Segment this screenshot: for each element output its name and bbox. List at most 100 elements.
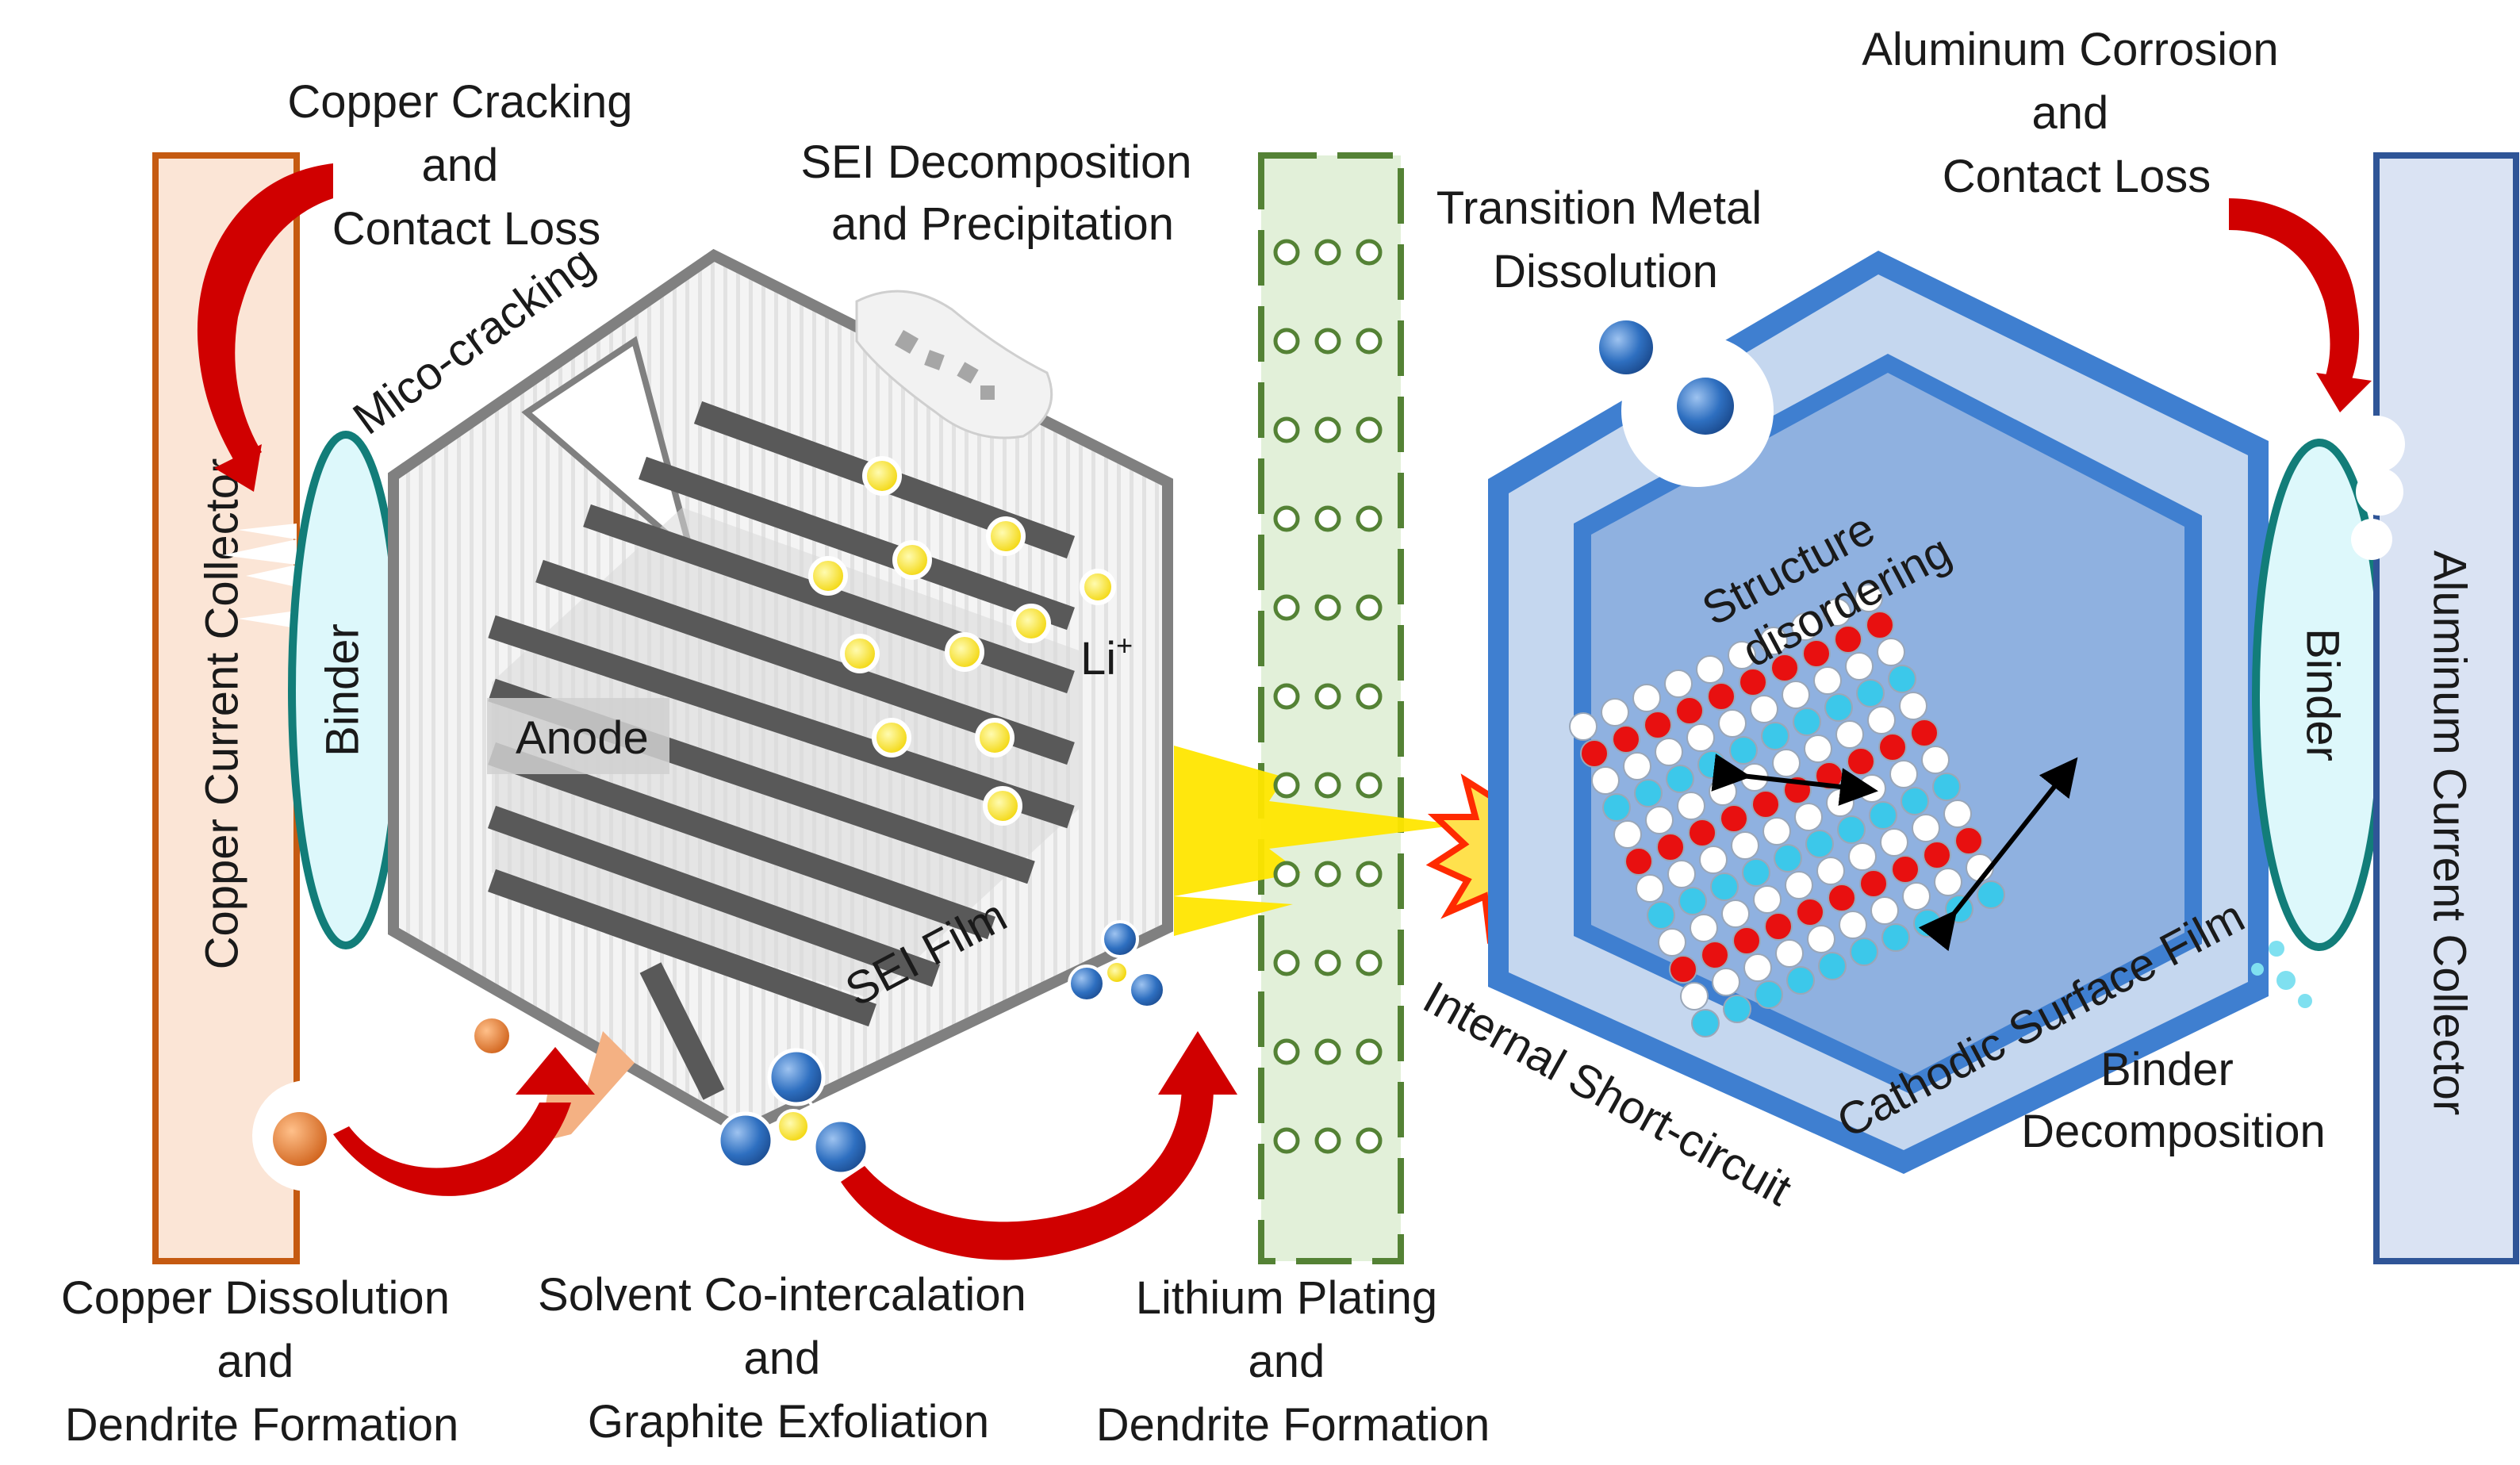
separator-pore xyxy=(1356,416,1383,443)
lattice-atom xyxy=(1866,611,1894,639)
lattice-atom xyxy=(1762,817,1791,846)
aluminum-corrosion-marks xyxy=(2338,411,2405,560)
separator-pore xyxy=(1314,594,1341,621)
lattice-atom xyxy=(1856,679,1885,708)
svg-text:SEI Decomposition and Pr: SEI Decomposition and Precipitation xyxy=(800,136,1204,250)
lattice-atom xyxy=(1934,868,1962,896)
separator-pore xyxy=(1314,772,1341,799)
label-solvent-cointercalation: Solvent Co-intercalation and Graphite Ex… xyxy=(538,1269,1039,1448)
lattice-atom xyxy=(1624,847,1653,876)
svg-text:Aluminum Corrosion and: Aluminum Corrosion and Contact Loss xyxy=(1862,24,2292,202)
lattice-atom xyxy=(1804,734,1832,763)
separator-pore xyxy=(1273,594,1300,621)
lattice-atom xyxy=(1859,869,1888,898)
lattice-atom xyxy=(1837,815,1866,844)
binder-right: Binder xyxy=(2252,439,2387,951)
lattice-atom xyxy=(1658,928,1686,957)
lattice-atom xyxy=(1891,855,1920,884)
lattice-atom xyxy=(1688,819,1716,847)
lattice-atom xyxy=(1707,682,1736,711)
lattice-atom xyxy=(1774,844,1802,872)
lattice-atom xyxy=(1697,750,1726,779)
svg-text:Copper Current Collector: Copper Current Collector xyxy=(196,458,247,970)
lattice-atom xyxy=(1728,641,1756,669)
lattice-atom xyxy=(1910,719,1939,747)
separator-pore xyxy=(1314,683,1341,710)
lattice-atom xyxy=(1699,846,1728,874)
separator-pore xyxy=(1273,949,1300,976)
lattice-atom xyxy=(1770,654,1799,682)
lattice-atom xyxy=(1834,625,1862,654)
anode-particle: Anode Li+ SEI Film Mico-cracking xyxy=(343,236,1173,1137)
lattice-atom xyxy=(1796,898,1824,926)
lattice-atom xyxy=(1823,598,1851,627)
lattice-atom xyxy=(1580,739,1609,768)
lattice-atom xyxy=(1731,831,1759,860)
lattice-atom xyxy=(1701,941,1729,969)
lattice-atom xyxy=(1750,695,1778,723)
label-copper-dissolution: Copper Dissolution and Dendrite Formatio… xyxy=(61,1272,458,1451)
lattice-atom xyxy=(1613,820,1642,849)
lattice-atom xyxy=(1786,966,1815,995)
lattice-atom xyxy=(1712,968,1740,996)
svg-text:Copper Cracking and: Copper Cracking and Contact Loss xyxy=(287,76,645,255)
lattice-atom xyxy=(1591,766,1620,795)
separator-pore xyxy=(1273,1127,1300,1154)
arrow-copper-dissolution xyxy=(333,1103,571,1196)
lattice-atom xyxy=(1743,953,1772,982)
sei-precipitate xyxy=(855,290,1053,439)
lattice-atom xyxy=(1655,738,1683,766)
lattice-atom xyxy=(1791,612,1820,641)
separator-pore xyxy=(1314,861,1341,888)
lattice-atom xyxy=(1835,720,1864,749)
red-arrows xyxy=(197,163,2372,1260)
lattice-atom xyxy=(1623,752,1651,780)
lattice-atom xyxy=(1839,911,1867,939)
lattice-atom xyxy=(1869,801,1897,830)
separator-pore xyxy=(1314,1038,1341,1065)
lattice-atom xyxy=(1881,923,1910,952)
lattice-atom xyxy=(1686,723,1715,752)
lattice-atom xyxy=(1824,693,1853,722)
graphite-layers xyxy=(487,401,1076,1100)
lattice-atom xyxy=(1645,806,1674,834)
lattice-atom xyxy=(1847,747,1875,776)
lattice-atom xyxy=(1775,939,1804,968)
lattice-atom xyxy=(1710,872,1739,901)
label-lithium-plating: Lithium Plating and Dendrite Formation xyxy=(1096,1272,1490,1451)
label-sei-decomposition: SEI Decomposition and Precipitation xyxy=(800,136,1204,250)
lattice-atom xyxy=(1943,800,1972,828)
separator-pore xyxy=(1314,328,1341,355)
lattice-atom xyxy=(1709,777,1737,806)
separator-pores xyxy=(1273,239,1383,1154)
lattice-atom xyxy=(1764,912,1793,941)
lattice-atom xyxy=(1677,792,1705,820)
lattice-atom xyxy=(1888,665,1916,693)
lattice-atom xyxy=(1721,899,1750,928)
svg-text:Solvent Co-intercalation: Solvent Co-intercalation and Graphite Ex… xyxy=(538,1269,1039,1448)
lattice-atom xyxy=(1848,842,1877,871)
separator-pore xyxy=(1273,1038,1300,1065)
lattice-atom xyxy=(1751,790,1780,819)
separator-pore xyxy=(1314,416,1341,443)
lattice-atom xyxy=(1742,858,1770,887)
lattice-atom xyxy=(1902,882,1931,911)
cathode-particle: Structure disordering Cathodic Surface F… xyxy=(1488,251,2269,1174)
lattice-atom xyxy=(1667,860,1696,888)
arrow-solvent xyxy=(841,1087,1214,1260)
lithium-dendrite xyxy=(1174,746,1459,936)
transition-metal-ions xyxy=(1599,320,1774,487)
lattice-atom xyxy=(1813,666,1842,695)
arrow-copper-cracking xyxy=(197,163,333,468)
lattice-atom xyxy=(1782,681,1810,709)
svg-text:Lithium Plating and: Lithium Plating and Dendrite Formation xyxy=(1096,1272,1490,1451)
lattice-atom xyxy=(1759,627,1788,655)
lattice-atom xyxy=(1850,938,1878,966)
lattice-atom xyxy=(1826,788,1855,817)
label-binder-decomposition: Binder Decomposition xyxy=(2021,1044,2326,1157)
separator-pore xyxy=(1314,949,1341,976)
separator-pore xyxy=(1273,416,1300,443)
label-transition-metal: Transition Metal Dissolution xyxy=(1436,182,1762,297)
lattice-atom xyxy=(1794,803,1823,831)
lattice-atom xyxy=(1680,982,1709,1011)
